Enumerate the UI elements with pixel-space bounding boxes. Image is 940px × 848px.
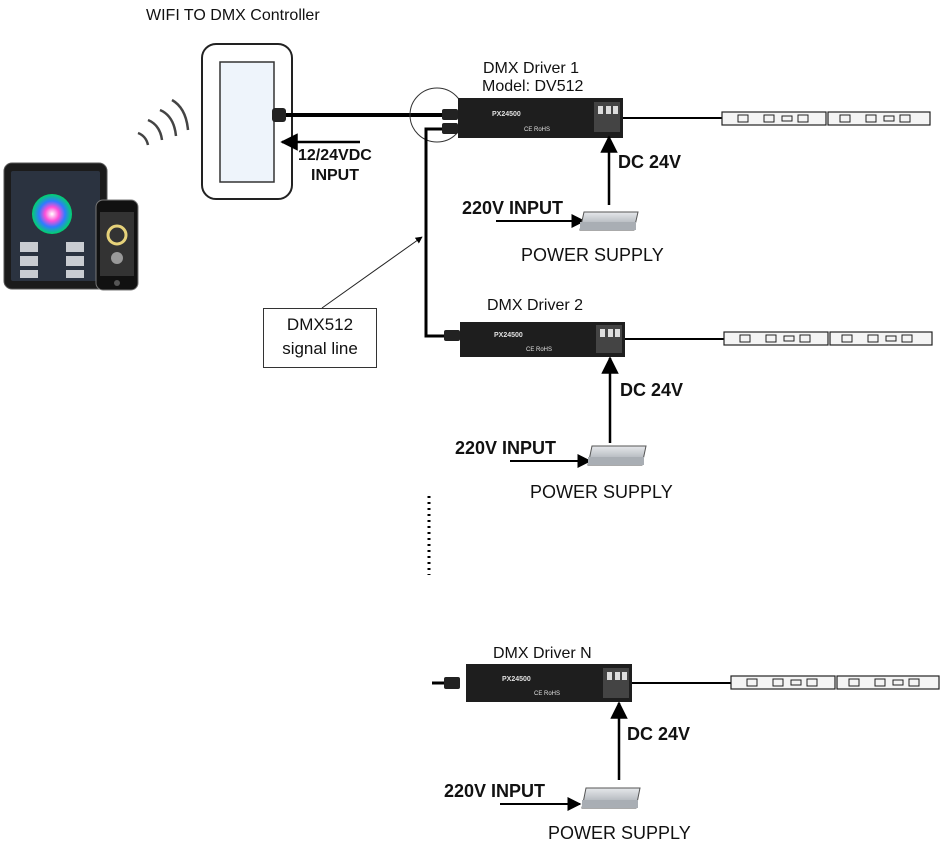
driver-1-name: DMX Driver 1 — [483, 60, 580, 77]
driver-1-dc-label: DC 24V — [618, 152, 682, 172]
wifi-dmx-controller — [201, 43, 293, 200]
driver-2-dc-label: DC 24V — [620, 380, 684, 400]
driver-n-device-marks: CE RoHS — [534, 691, 560, 697]
driver-n-name: DMX Driver N — [493, 645, 592, 662]
dmx-signal-line — [424, 127, 448, 338]
signal-line-callout: DMX512 signal line — [263, 308, 377, 368]
dmx-driver-n-device: PX24500 CE RoHS — [432, 664, 632, 702]
driver-1-input-label: 220V INPUT — [462, 198, 564, 218]
power-supply-1 — [579, 211, 639, 231]
driver-2-device-marks: CE RoHS — [526, 347, 552, 353]
led-strip-2 — [723, 331, 933, 346]
led-strip-1-chips — [737, 114, 911, 123]
driver-n-supply-label: POWER SUPPLY — [548, 823, 691, 843]
driver-n-input-label: 220V INPUT — [444, 781, 546, 801]
driver-n-dc-label: DC 24V — [627, 724, 691, 744]
dmx-driver-1-device: PX24500 CE RoHS — [442, 98, 623, 138]
driver-1-model: Model: DV512 — [482, 78, 584, 95]
phone-image — [95, 199, 139, 291]
driver-n-device-text: PX24500 — [502, 676, 531, 683]
driver-2-device-text: PX24500 — [494, 332, 523, 339]
power-supply-n — [581, 787, 641, 809]
driver-1-device-marks: CE RoHS — [524, 127, 550, 133]
signal-callout-line2: signal line — [282, 339, 358, 358]
controller-input-label-line1: 12/24VDC — [298, 147, 372, 164]
led-strip-1 — [721, 111, 931, 126]
led-strip-2-chips — [739, 334, 913, 343]
dmx-driver-2-device: PX24500 CE RoHS — [444, 322, 625, 357]
driver-2-input-label: 220V INPUT — [455, 438, 557, 458]
power-supply-2 — [587, 445, 647, 466]
driver-2-name: DMX Driver 2 — [487, 297, 584, 314]
driver-2-supply-label: POWER SUPPLY — [530, 482, 673, 502]
led-strip-n — [730, 675, 940, 690]
driver-1-supply-label: POWER SUPPLY — [521, 245, 664, 265]
callout-pointer — [321, 236, 423, 309]
driver-1-device-text: PX24500 — [492, 111, 521, 118]
tablet-image — [3, 162, 108, 290]
signal-callout-line1: DMX512 — [286, 315, 354, 334]
wifi-signal-icon — [137, 98, 190, 146]
controller-title: WIFI TO DMX Controller — [146, 7, 320, 24]
controller-input-label-line2: INPUT — [311, 167, 359, 184]
led-strip-n-chips — [746, 678, 920, 687]
